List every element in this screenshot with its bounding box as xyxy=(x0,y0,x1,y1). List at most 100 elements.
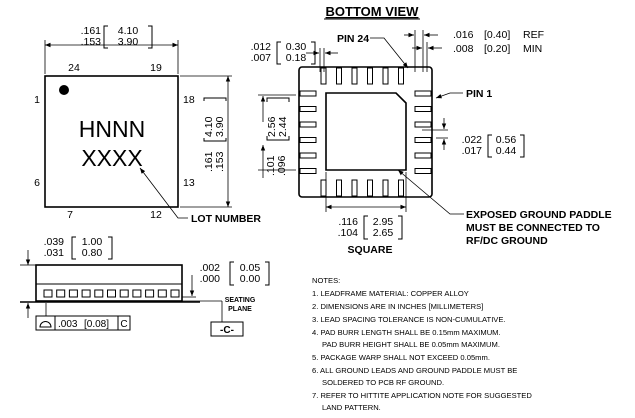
standoff-mm-min: 0.00 xyxy=(240,273,261,285)
lead-width-inch-min: .007 xyxy=(251,52,272,64)
height-inch-min: .153 xyxy=(214,151,226,172)
pin-number-1: 1 xyxy=(34,94,40,106)
note-7b: LAND PATTERN. xyxy=(322,403,381,412)
width-inch-max: .161 xyxy=(81,25,102,37)
seating-plane-label-2: PLANE xyxy=(228,306,252,313)
left-lead-pad xyxy=(299,106,317,112)
pin-number-24: 24 xyxy=(68,62,80,74)
bottom-lead-pad xyxy=(320,179,327,197)
bottom-lead-pad xyxy=(398,179,404,197)
tolerance-mm: [0.08] xyxy=(84,319,109,330)
lead-length-inch-max: .022 xyxy=(462,134,483,146)
note-4b: PAD BURR HEIGHT SHALL BE 0.05mm MAXIMUM. xyxy=(322,340,500,349)
pin-24-leader xyxy=(370,37,409,69)
lead-width-mm-min: 0.18 xyxy=(286,52,307,64)
side-height-inch-min: .031 xyxy=(44,247,65,259)
package-bottom-outline xyxy=(298,66,433,198)
right-lead-pad xyxy=(414,121,432,128)
standoff-inch-min: .000 xyxy=(200,273,221,285)
note-6b: SOLDERED TO PCB RF GROUND. xyxy=(322,378,444,387)
paddle-note-leader xyxy=(397,169,464,215)
side-lead xyxy=(157,289,167,298)
tolerance-inch: .003 xyxy=(58,319,78,330)
notes-block: NOTES: 1. LEADFRAME MATERIAL: COPPER ALL… xyxy=(312,276,532,412)
note-2: 2. DIMENSIONS ARE IN INCHES [MILLIMETERS… xyxy=(312,302,483,311)
side-height-inch-max: .039 xyxy=(44,236,65,248)
pin-number-18: 18 xyxy=(183,94,195,106)
bottom-view: PIN 24 .012 .007 0.30 0.18 .016 [0.40] R… xyxy=(251,29,612,256)
right-lead-pad xyxy=(414,106,432,112)
pitch-min-mm: [0.20] xyxy=(484,43,510,55)
square-inch-min: .104 xyxy=(338,227,359,239)
side-lead xyxy=(132,289,142,298)
marking-line-1: HNNN xyxy=(79,116,145,142)
side-lead xyxy=(43,289,53,298)
side-lead xyxy=(81,289,91,298)
lead-width-inch-max: .012 xyxy=(251,41,272,53)
pin-1-leader xyxy=(435,92,463,99)
paddle-mm-min: 2.44 xyxy=(277,116,289,137)
note-1: 1. LEADFRAME MATERIAL: COPPER ALLOY xyxy=(312,289,469,298)
bottom-lead-pad xyxy=(336,179,342,197)
bottom-lead-pad xyxy=(320,67,327,85)
paddle-inch-max: .101 xyxy=(265,155,277,176)
bottom-lead-pad xyxy=(367,67,373,85)
lead-length-inch-min: .017 xyxy=(462,145,483,157)
width-mm-min: 3.90 xyxy=(118,36,139,48)
right-lead-pad xyxy=(414,90,432,97)
pin1-dot-indicator xyxy=(59,85,69,95)
profile-of-surface-icon xyxy=(39,321,52,328)
width-inch-min: .153 xyxy=(81,36,102,48)
lead-length-mm-min: 0.44 xyxy=(496,145,517,157)
bottom-lead-pad xyxy=(382,67,389,85)
pin-number-12: 12 xyxy=(150,209,162,221)
side-leads xyxy=(43,289,180,298)
pitch-ref-inch: .016 xyxy=(453,29,474,41)
note-3: 3. LEAD SPACING TOLERANCE IS NON-CUMULAT… xyxy=(312,315,506,324)
top-view: HNNN XXXX 24 19 1 18 6 13 7 12 .161 .153… xyxy=(34,25,261,225)
seating-plane-label-1: SEATING xyxy=(225,297,256,304)
side-lead xyxy=(68,289,78,298)
datum-c-box xyxy=(210,321,244,337)
square-mm-min: 2.65 xyxy=(373,227,394,239)
left-lead-pad xyxy=(299,90,317,97)
square-inch-max: .116 xyxy=(338,216,358,228)
bottom-lead-pad xyxy=(367,179,373,197)
notes-title: NOTES: xyxy=(312,276,340,285)
pin-number-13: 13 xyxy=(183,177,195,189)
bottom-view-title: BOTTOM VIEW xyxy=(326,4,420,19)
paddle-note-line-2: MUST BE CONNECTED TO xyxy=(466,222,600,234)
bottom-view-pads xyxy=(299,67,432,197)
height-inch-max: .161 xyxy=(203,151,215,172)
note-4a: 4. PAD BURR LENGTH SHALL BE 0.15mm MAXIM… xyxy=(312,328,501,337)
left-lead-pad xyxy=(299,121,317,128)
pin-number-6: 6 xyxy=(34,177,40,189)
side-lead xyxy=(170,289,180,298)
right-lead-pad xyxy=(414,152,432,159)
side-height-mm-max: 1.00 xyxy=(82,236,103,248)
flatness-tolerance-frame xyxy=(35,315,131,331)
width-mm-max: 4.10 xyxy=(118,25,139,37)
pitch-ref-suffix: REF xyxy=(523,29,544,41)
lot-number-label: LOT NUMBER xyxy=(191,213,261,225)
height-mm-max: 4.10 xyxy=(203,116,215,137)
note-5: 5. PACKAGE WARP SHALL NOT EXCEED 0.05mm. xyxy=(312,353,490,362)
bottom-lead-pad xyxy=(336,67,342,85)
standoff-mm-max: 0.05 xyxy=(240,262,261,274)
side-lead xyxy=(107,289,116,298)
side-lead xyxy=(145,289,155,298)
side-lead xyxy=(94,289,104,298)
datum-c-label: -C- xyxy=(220,325,234,336)
package-side-outline xyxy=(35,264,183,302)
bottom-lead-pad xyxy=(351,67,358,85)
right-lead-pad xyxy=(414,168,432,174)
side-lead xyxy=(119,289,129,298)
pitch-min-inch: .008 xyxy=(453,43,474,55)
tolerance-datum: C xyxy=(120,319,127,330)
package-top-outline xyxy=(44,75,179,208)
pin-number-19: 19 xyxy=(150,62,162,74)
pin-24-label: PIN 24 xyxy=(337,33,369,45)
paddle-inch-min: .096 xyxy=(276,155,288,176)
side-lead xyxy=(56,289,66,298)
